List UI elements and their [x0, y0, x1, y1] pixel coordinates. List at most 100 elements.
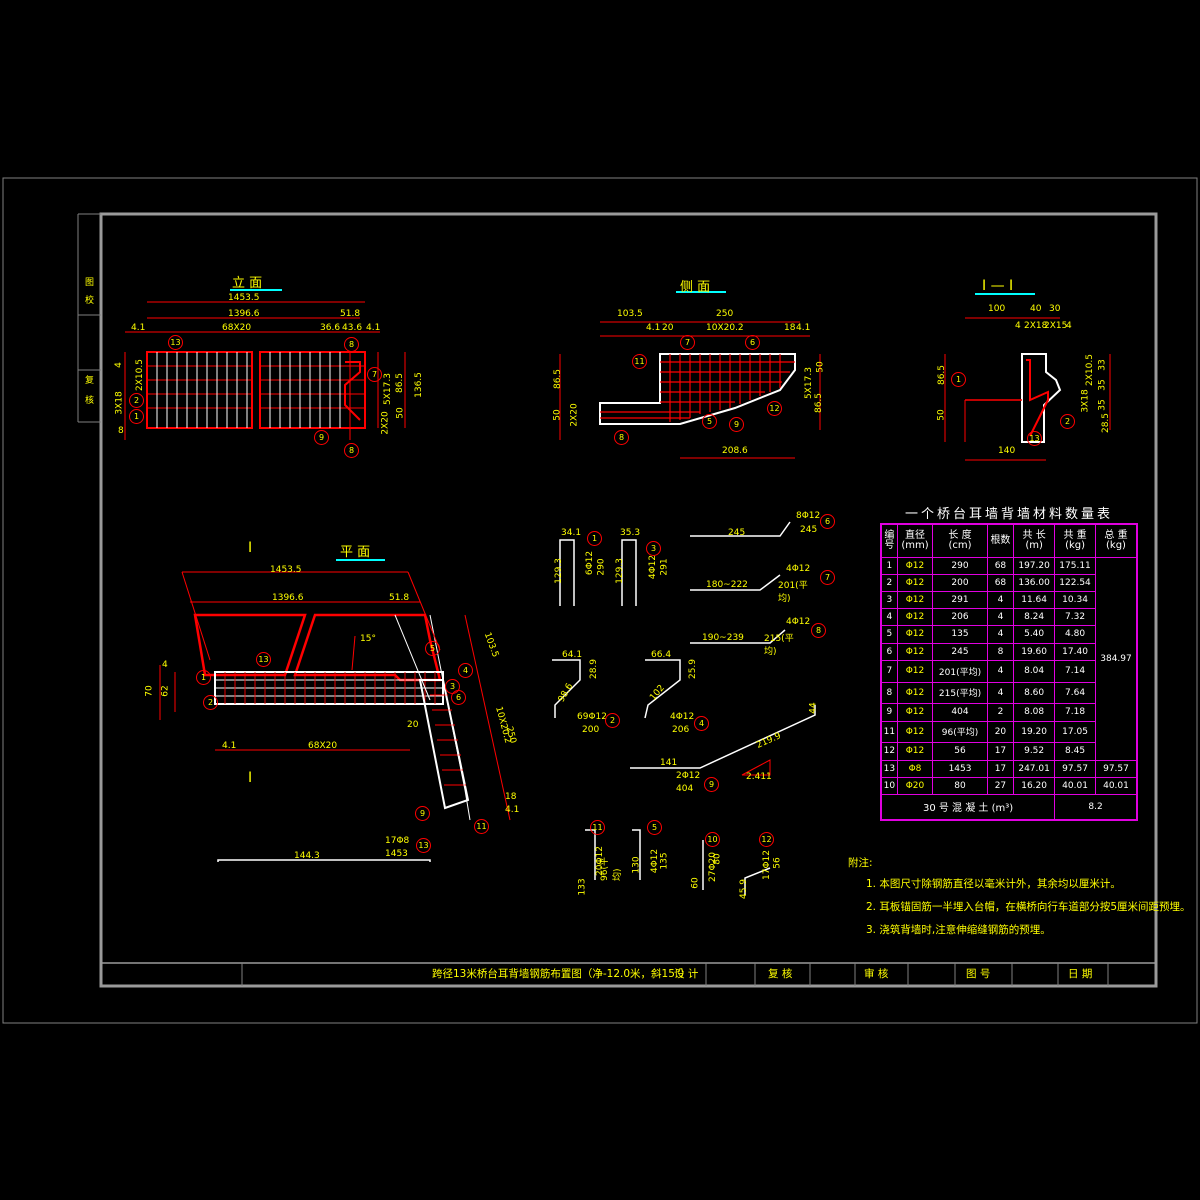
table-cell: 1453	[932, 759, 988, 778]
table-cell: 97.57	[1095, 759, 1137, 778]
table-cell: 4	[986, 625, 1015, 644]
table-cell: Φ12	[896, 625, 934, 644]
table-cell: 7.32	[1054, 608, 1096, 627]
section-mark-top: I	[248, 540, 253, 556]
dim: 66.4	[651, 650, 672, 660]
bar-marker: 2	[1060, 414, 1075, 429]
bar-11-shape	[585, 829, 596, 880]
bar-1-shape	[559, 539, 575, 606]
dim: 135	[659, 852, 670, 870]
dim: 17Φ8	[385, 836, 410, 846]
table-cell: 20	[986, 720, 1015, 744]
bar-marker: 1	[951, 372, 966, 387]
dim: 3X18	[1080, 389, 1091, 413]
table-cell: 7.14	[1054, 659, 1096, 683]
table-cell: Φ12	[896, 742, 934, 761]
dim: 290	[596, 558, 607, 576]
dim: 15°	[360, 634, 376, 644]
dim: 51.8	[389, 593, 410, 603]
table-cell: 97.57	[1054, 759, 1096, 778]
table-cell: 291	[932, 591, 988, 610]
dim: 20Φ12	[595, 846, 605, 876]
dim: 43.6	[342, 323, 363, 333]
dim: 4	[162, 660, 168, 670]
table-header-row: 编号 直径(mm) 长 度(cm) 根数 共 长(m) 共 重(kg) 总 重(…	[881, 524, 1137, 558]
dim: 129.3	[614, 558, 625, 584]
bar-marker: 9	[415, 806, 430, 821]
table-cell: Φ12	[896, 591, 934, 610]
drawing-no-label: 图 号	[966, 968, 991, 980]
elevation-title: 立 面	[232, 276, 263, 291]
dim: 4.1	[505, 805, 520, 815]
dim: 133	[577, 878, 588, 896]
table-cell: 8.08	[1013, 703, 1056, 722]
dim: 130	[631, 856, 642, 874]
dim: 291	[659, 558, 670, 576]
bar-marker: 1	[196, 670, 211, 685]
bar-marker: 1	[129, 409, 144, 424]
dim: 4Φ12	[670, 712, 695, 722]
bar-marker: 4	[458, 663, 473, 678]
dim: 3X18	[114, 391, 125, 415]
dim: 2X18	[1024, 321, 1048, 331]
dim: 5X17.3	[803, 367, 814, 399]
dim: 28.5	[1101, 412, 1112, 434]
dim: 215(平均)	[764, 634, 794, 657]
date-label: 日 期	[1068, 968, 1093, 980]
table-cell: 200	[932, 573, 988, 593]
bar-7-shape	[690, 574, 781, 591]
bar-marker: 13	[256, 652, 271, 667]
side-tab-a: 图	[85, 278, 95, 288]
table-cell: 2	[986, 703, 1015, 722]
dim: 129.3	[553, 558, 564, 584]
dim: 140	[998, 446, 1016, 456]
table-cell: 10.34	[1054, 591, 1096, 610]
dim: 44	[808, 702, 819, 714]
bar-marker: 12	[759, 832, 774, 847]
dim: 18	[505, 792, 517, 802]
dim: 70	[144, 685, 155, 697]
dim: 103.5	[617, 309, 643, 319]
dim: 4Φ12	[650, 848, 661, 874]
bar-marker: 9	[704, 777, 719, 792]
dim: 50	[552, 409, 563, 421]
dim: 50	[936, 409, 947, 421]
table-cell: 4	[881, 608, 898, 627]
table-cell: 19.60	[1013, 642, 1056, 661]
note-1: 1. 本图尺寸除钢筋直径以毫米计外，其余均以厘米计。	[866, 878, 1121, 890]
table-cell: 9	[881, 703, 898, 722]
table-cell: 8.24	[1013, 608, 1056, 627]
dim: 20	[662, 323, 674, 333]
notes-heading: 附注:	[848, 857, 873, 869]
bar-marker: 6	[820, 514, 835, 529]
dim: 35.3	[620, 528, 641, 538]
dim: 1396.6	[228, 309, 260, 319]
bar-6-shape	[690, 521, 791, 537]
th-no: 编号	[881, 524, 898, 558]
table-cell: Φ12	[896, 573, 934, 593]
dim: 17Φ12	[762, 850, 772, 880]
table-cell: Φ12	[896, 608, 934, 627]
bar-marker: 8	[614, 430, 629, 445]
table-cell: Φ20	[896, 776, 934, 795]
table-cell: 27	[986, 776, 1015, 795]
table-cell: 11.64	[1013, 591, 1056, 610]
title-block: 跨径13米桥台耳背墙钢筋布置图（净-12.0米，斜15°） 设 计 复 核 审 …	[104, 963, 1153, 984]
dim: 8Φ12	[796, 511, 821, 521]
dim: 2X10.5	[1084, 354, 1095, 386]
table-cell: 4	[986, 659, 1015, 683]
dim: 4.1	[131, 323, 146, 333]
table-cell: 136.00	[1013, 573, 1056, 593]
table-cell: 96(平均)	[932, 720, 988, 744]
dim: 190~239	[702, 633, 744, 643]
table-cell: 175.11	[1054, 556, 1096, 575]
dim: 33	[1097, 359, 1108, 371]
dim: 4.1	[646, 323, 661, 333]
section-mark-bottom: I	[248, 770, 253, 786]
bar-marker: 2	[605, 713, 620, 728]
